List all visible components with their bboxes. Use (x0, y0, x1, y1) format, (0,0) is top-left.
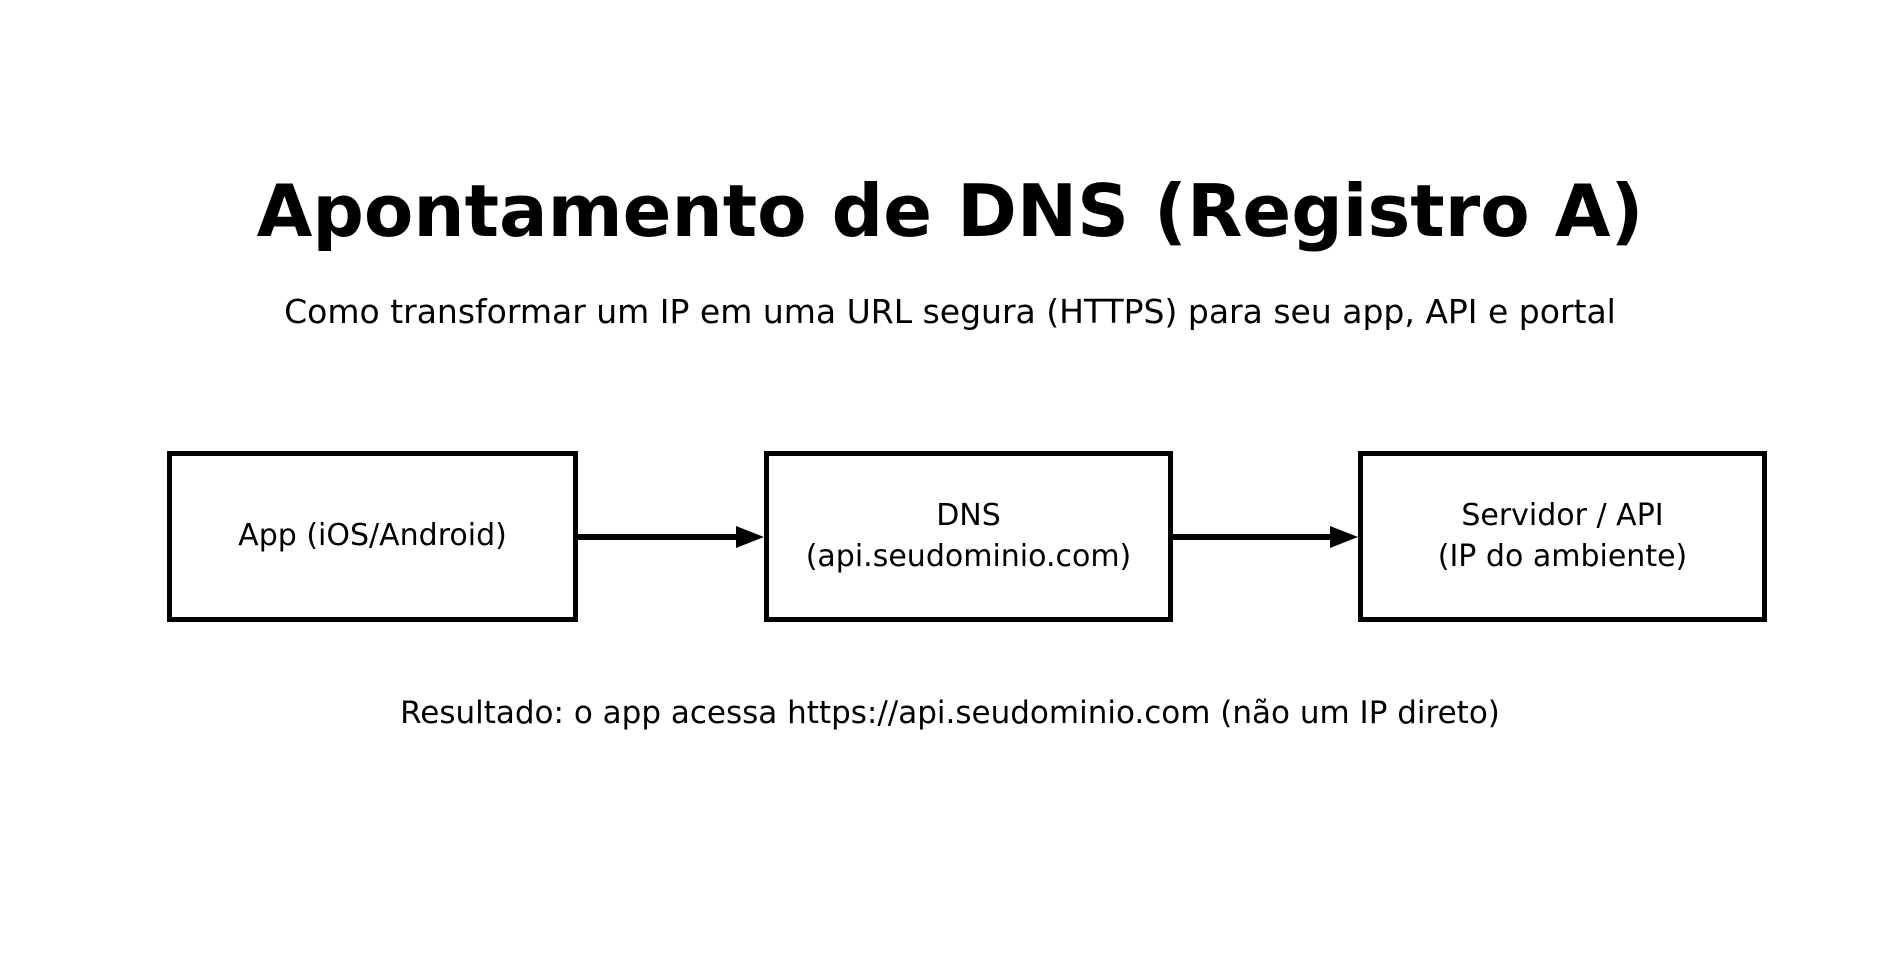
node-app: App (iOS/Android) (167, 451, 578, 622)
result-caption: Resultado: o app acessa https://api.seud… (400, 695, 1500, 731)
arrow-dns-to-server-icon (1173, 522, 1358, 552)
arrow-app-to-dns-icon (578, 522, 764, 552)
node-dns: DNS (api.seudominio.com) (764, 451, 1173, 622)
node-dns-label-line1: DNS (936, 498, 1001, 533)
page-subtitle: Como transformar um IP em uma URL segura… (284, 292, 1616, 331)
node-server-label-line1: Servidor / API (1461, 498, 1664, 533)
node-dns-label-line2: (api.seudominio.com) (805, 538, 1132, 574)
node-server-label-line2: (IP do ambiente) (1437, 538, 1688, 574)
page-title: Apontamento de DNS (Registro A) (256, 169, 1644, 253)
node-server: Servidor / API (IP do ambiente) (1358, 451, 1767, 622)
node-app-label: App (iOS/Android) (238, 518, 507, 554)
